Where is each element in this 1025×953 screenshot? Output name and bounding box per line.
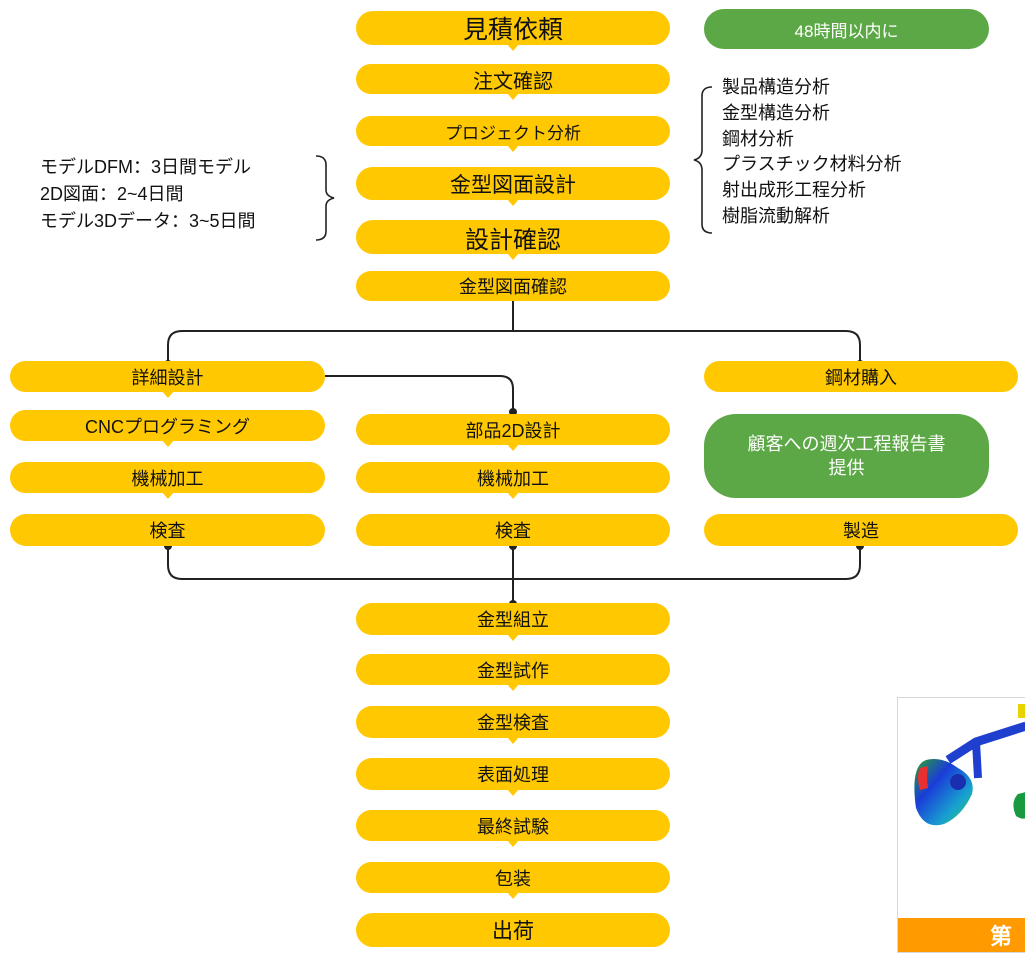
step-detailed-design: 詳細設計 [10, 361, 325, 398]
step-machining-left: 機械加工 [10, 462, 325, 499]
step-mold-drawing-confirmation: 金型図面確認 [356, 271, 670, 301]
step-project-analysis: プロジェクト分析 [356, 116, 670, 152]
weekly-report-box: 顧客への週次工程報告書 提供 [704, 414, 989, 498]
analysis-item: プラスチック材料分析 [722, 154, 902, 174]
step-order-confirmation: 注文確認 [356, 64, 670, 100]
step-cnc-programming: CNCプログラミング [10, 410, 325, 447]
analysis-item: 鋼材分析 [722, 129, 794, 149]
mold-flow-thumbnail[interactable]: 第 [897, 697, 1025, 953]
step-steel-purchase: 鋼材購入 [704, 361, 1018, 392]
step-surface-treatment: 表面処理 [356, 758, 670, 796]
step-design-confirmation: 設計確認 [356, 220, 670, 260]
step-machining-mid: 機械加工 [356, 462, 670, 499]
step-inspection-left: 検査 [10, 514, 325, 546]
analysis-item: 射出成形工程分析 [722, 180, 866, 200]
step-mold-inspection: 金型検査 [356, 706, 670, 744]
step-inspection-mid: 検査 [356, 514, 670, 546]
analysis-item: 樹脂流動解析 [722, 206, 830, 226]
design-time-note: 2D図面：2~4日間 [40, 184, 184, 204]
thumbnail-banner: 第 [898, 918, 1025, 952]
mold-flow-image [914, 704, 1025, 826]
design-time-note: モデルDFM：3日間モデル [40, 157, 251, 177]
step-shipping: 出荷 [356, 913, 670, 947]
badge-48-hours: 48時間以内に [704, 9, 989, 49]
step-mold-trial: 金型試作 [356, 654, 670, 691]
step-manufacturing: 製造 [704, 514, 1018, 546]
step-packaging: 包装 [356, 862, 670, 899]
analysis-item: 金型構造分析 [722, 103, 830, 123]
design-time-note: モデル3Dデータ：3~5日間 [40, 211, 256, 231]
analysis-item: 製品構造分析 [722, 77, 830, 97]
step-mold-assembly: 金型組立 [356, 603, 670, 641]
step-mold-drawing-design: 金型図面設計 [356, 167, 670, 206]
step-parts-2d-design: 部品2D設計 [356, 414, 670, 451]
step-final-test: 最終試験 [356, 810, 670, 847]
step-estimate-request: 見積依頼 [356, 11, 670, 51]
